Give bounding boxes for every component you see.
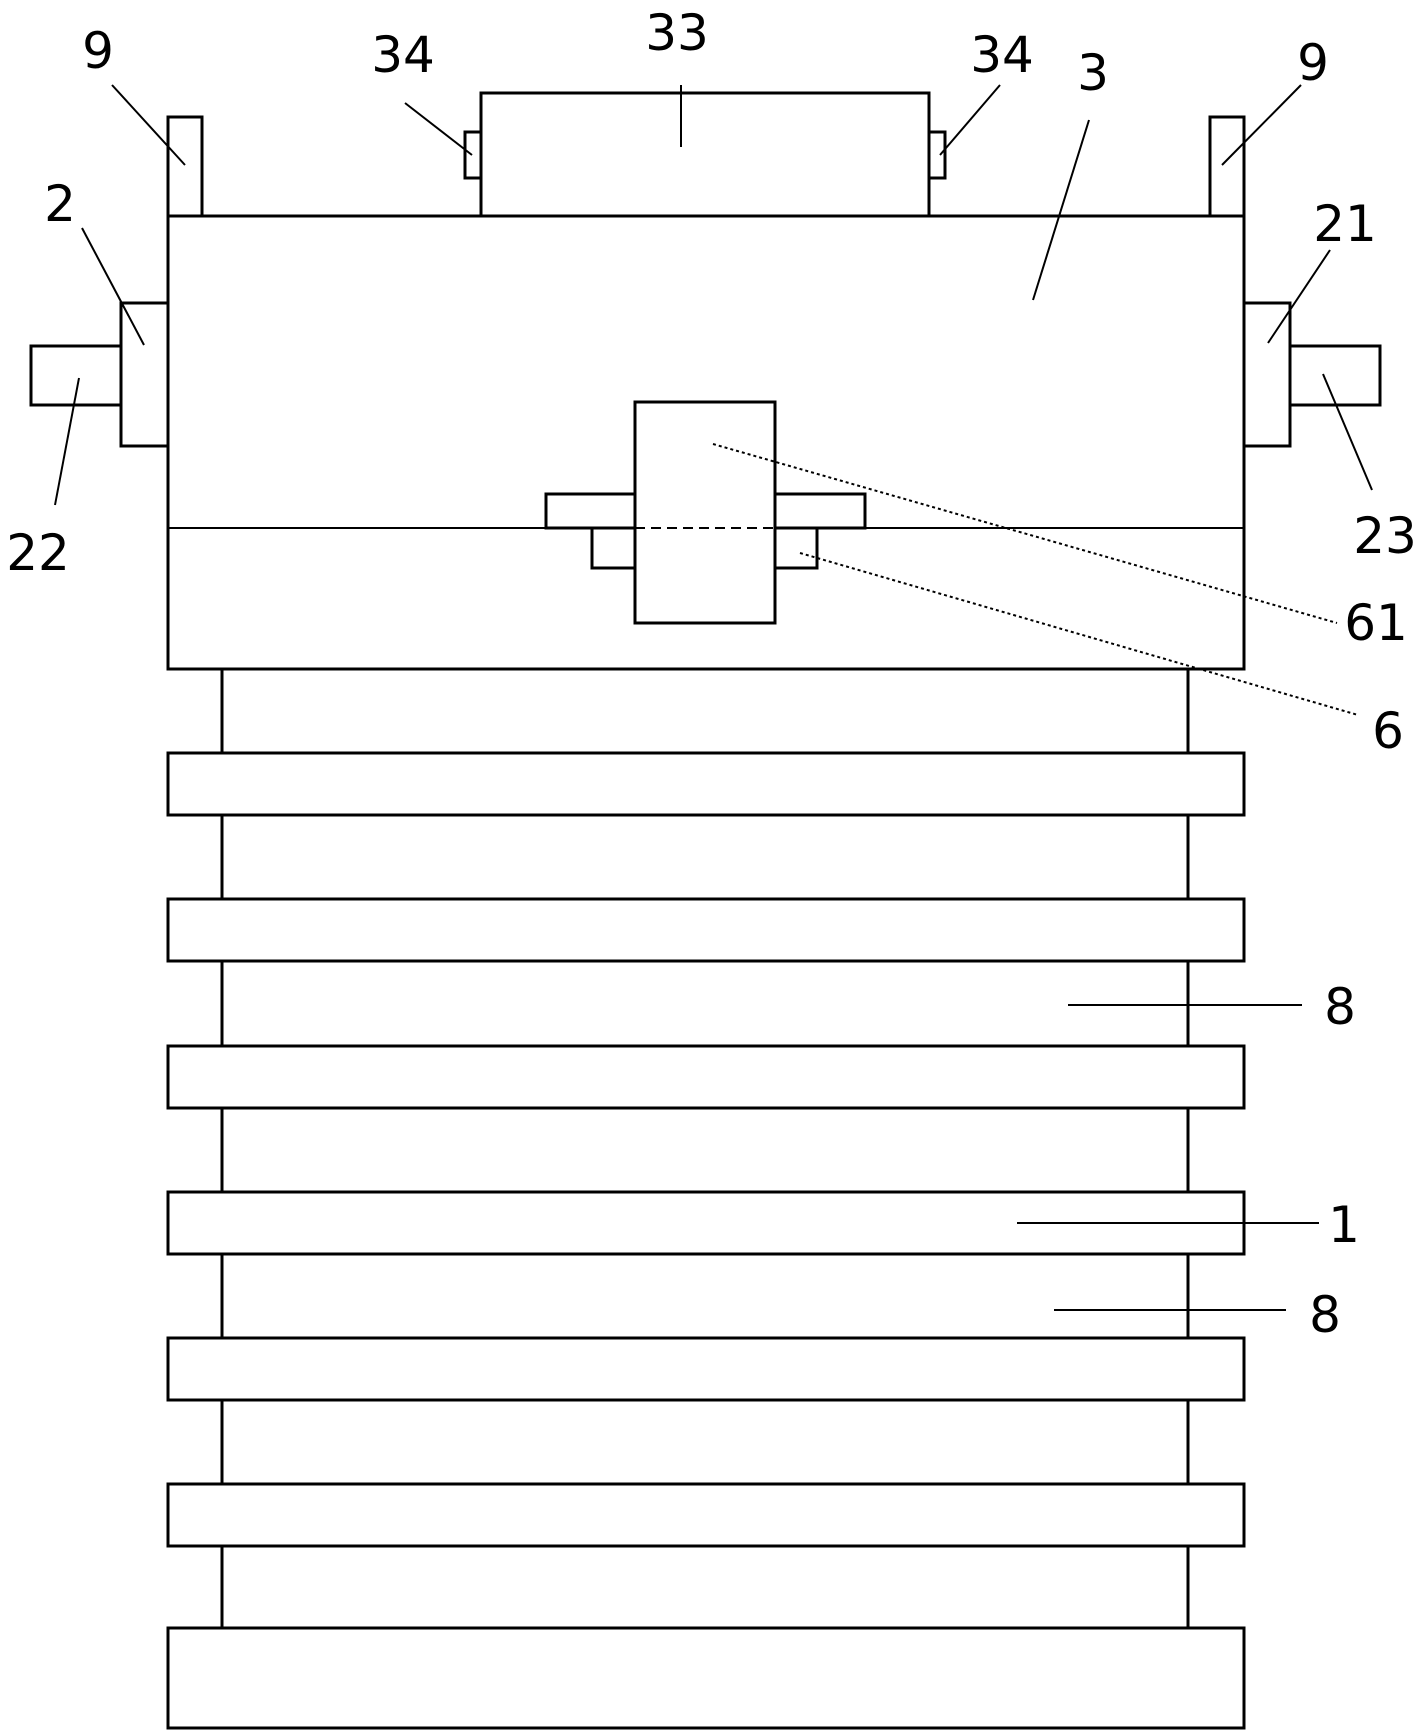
side-tab-right <box>927 130 947 180</box>
leader-34-left <box>404 102 473 156</box>
slat <box>166 1044 1246 1110</box>
label-61: 61 <box>1344 594 1408 652</box>
label-8-lower: 8 <box>1309 1286 1341 1344</box>
label-23: 23 <box>1353 507 1417 565</box>
label-21: 21 <box>1313 195 1377 253</box>
bracket-left <box>119 301 170 448</box>
center-column <box>633 400 777 625</box>
post-right <box>1208 115 1246 218</box>
top-block <box>479 91 931 218</box>
label-33: 33 <box>645 4 709 62</box>
bracket-right <box>1242 301 1292 448</box>
slat <box>166 1482 1246 1548</box>
label-1: 1 <box>1328 1196 1360 1254</box>
label-3: 3 <box>1077 44 1109 102</box>
leader-9-right <box>1221 84 1302 166</box>
leader-34-right <box>939 84 1001 156</box>
leader-22 <box>54 377 80 506</box>
label-9-left: 9 <box>82 22 114 80</box>
label-8-upper: 8 <box>1324 978 1356 1036</box>
label-6: 6 <box>1372 702 1404 760</box>
leader-6 <box>799 552 1359 716</box>
slat <box>166 751 1246 817</box>
shaft-right <box>1288 344 1382 407</box>
label-2: 2 <box>44 175 76 233</box>
label-9-right: 9 <box>1297 34 1329 92</box>
label-34-right: 34 <box>970 26 1034 84</box>
slat <box>166 1336 1246 1402</box>
leader-2 <box>81 227 145 346</box>
label-22: 22 <box>6 524 70 582</box>
base-plate <box>166 1626 1246 1730</box>
leader-23 <box>1322 373 1373 491</box>
leader-3 <box>1032 119 1090 301</box>
leader-61 <box>712 443 1338 624</box>
side-tab-left <box>463 130 483 180</box>
leader-9-left <box>111 84 186 166</box>
label-34-left: 34 <box>371 26 435 84</box>
slat <box>166 897 1246 963</box>
leader-21 <box>1267 249 1331 344</box>
post-left <box>166 115 204 218</box>
